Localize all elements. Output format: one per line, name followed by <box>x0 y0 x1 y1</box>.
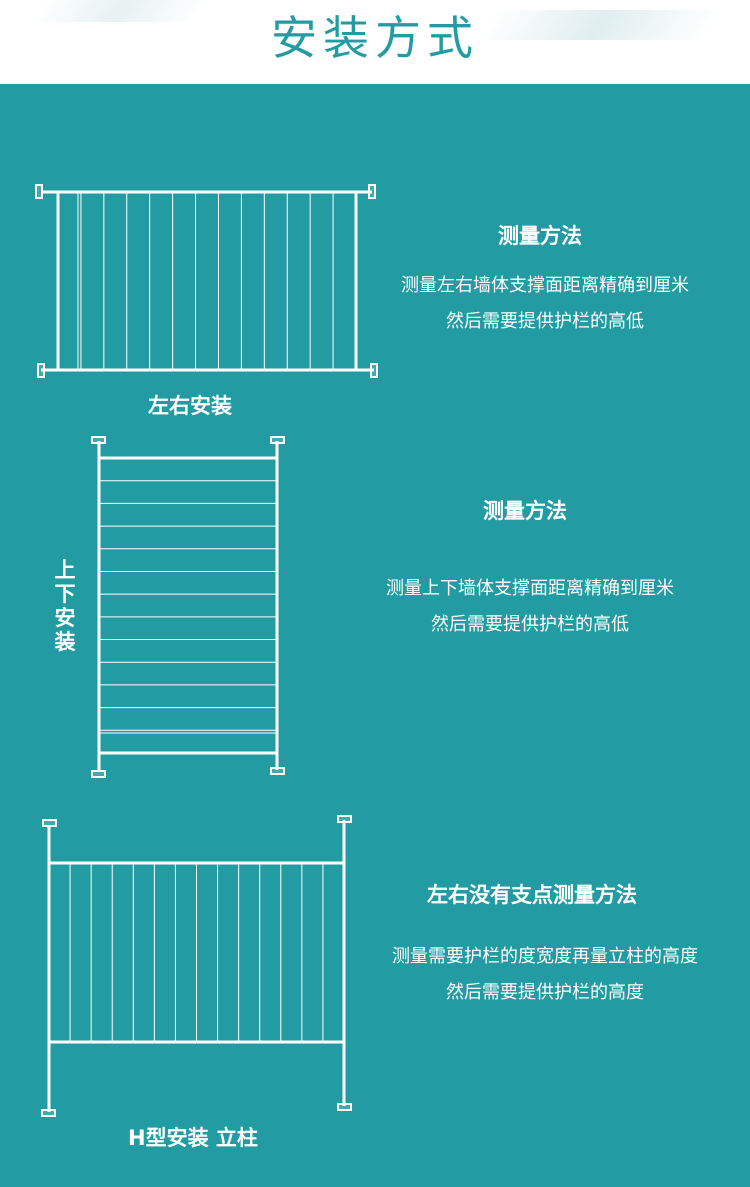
section-description: 测量左右墙体支撑面距离精确到厘米 然后需要提供护栏的高低 <box>345 268 745 340</box>
fence-frame <box>97 456 279 755</box>
description-line: 测量左右墙体支撑面距离精确到厘米 <box>401 275 689 296</box>
section-heading: 测量方法 <box>498 224 582 248</box>
caption-char: 下 <box>54 582 76 606</box>
mount-bracket <box>370 363 378 378</box>
mount-bracket <box>270 767 285 775</box>
mount-bracket <box>91 770 106 778</box>
description-line: 测量上下墙体支撑面距离精确到厘米 <box>386 578 674 599</box>
mount-bracket <box>270 436 285 444</box>
fence-frame <box>56 190 358 372</box>
fence-diagram-h-type <box>41 815 352 1117</box>
caption-char: 装 <box>54 630 76 654</box>
section-description: 测量上下墙体支撑面距离精确到厘米 然后需要提供护栏的高低 <box>330 571 730 643</box>
caption-char: 安 <box>54 606 76 630</box>
fence-bars <box>69 864 324 1041</box>
description-line: 然后需要提供护栏的高低 <box>431 614 629 635</box>
diagram-caption: H型安装 立柱 <box>128 1126 258 1150</box>
diagram-caption: 左右安装 <box>148 394 232 418</box>
diagram-caption-vertical: 上下安装 <box>53 558 77 654</box>
post-cap <box>42 819 57 827</box>
fence-bars <box>100 480 276 734</box>
post-base <box>337 1103 352 1111</box>
mount-bracket <box>368 184 376 199</box>
section-heading: 测量方法 <box>483 499 567 523</box>
mount-bracket <box>35 184 43 199</box>
header-banner: 安装方式 <box>0 0 750 84</box>
description-line: 然后需要提供护栏的高度 <box>446 982 644 1003</box>
section-description: 测量需要护栏的度宽度再量立柱的高度 然后需要提供护栏的高度 <box>345 939 745 1011</box>
post-cap <box>337 815 352 823</box>
mount-bracket <box>91 436 106 444</box>
page-title: 安装方式 <box>271 11 479 65</box>
description-line: 然后需要提供护栏的高低 <box>446 311 644 332</box>
fence-bars <box>77 193 334 369</box>
mount-bracket <box>37 363 45 378</box>
fence-diagram-left-right <box>35 184 378 378</box>
description-line: 测量需要护栏的度宽度再量立柱的高度 <box>392 946 698 967</box>
post-base <box>41 1109 56 1117</box>
section-heading: 左右没有支点测量方法 <box>427 883 637 907</box>
fence-diagram-top-bottom <box>91 436 285 778</box>
caption-char: 上 <box>54 558 76 582</box>
